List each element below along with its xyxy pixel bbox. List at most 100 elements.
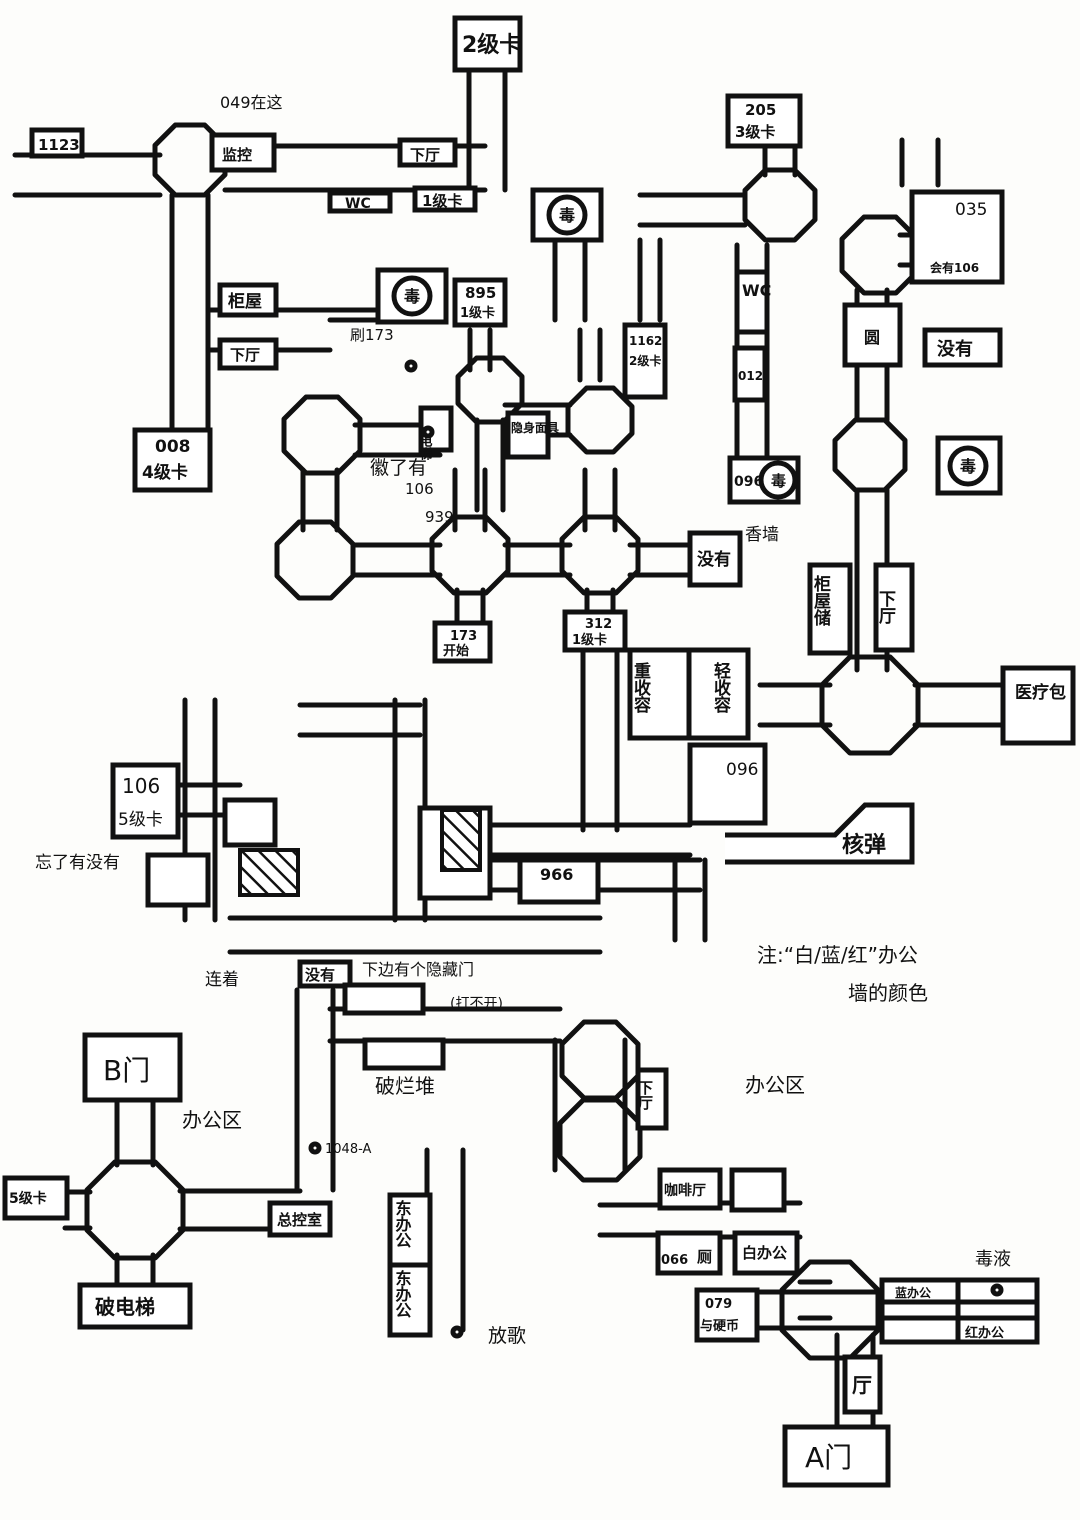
room-895 xyxy=(452,277,508,328)
room-173 xyxy=(432,620,493,664)
label-note-106-b: 106 xyxy=(405,480,434,498)
label-office-area-right: 办公区 xyxy=(745,1073,805,1097)
hub-room xyxy=(557,1097,643,1183)
hub-room xyxy=(559,1019,641,1101)
label-1048a: 1048-A xyxy=(325,1142,371,1157)
label-wc-right: WC xyxy=(742,281,771,300)
room-hatched-left xyxy=(238,848,300,897)
label-monitor: 监控 xyxy=(222,146,252,164)
label-079: 079 xyxy=(705,1297,732,1312)
label-1162: 1162 xyxy=(629,334,662,348)
label-966: 966 xyxy=(540,865,573,884)
label-939: 939 xyxy=(425,508,454,526)
marker-dot-icon xyxy=(450,1325,464,1339)
room-round xyxy=(842,302,903,368)
marker-dot-icon xyxy=(308,1141,322,1155)
label-card1-top: 1级卡 xyxy=(422,192,462,210)
label-singing: 放歌 xyxy=(488,1325,526,1347)
marker-dot-icon xyxy=(421,425,435,439)
label-card1-312: 1级卡 xyxy=(572,632,607,648)
room-008 xyxy=(132,427,213,493)
room-1123 xyxy=(29,127,85,159)
label-012: 012 xyxy=(738,369,763,383)
room-wc-top xyxy=(327,190,393,214)
label-035: 035 xyxy=(955,200,987,220)
label-card4: 4级卡 xyxy=(142,462,188,483)
label-control: 总控室 xyxy=(277,1211,322,1229)
room-gate-b xyxy=(82,1032,183,1103)
label-hall-bottom: 厅 xyxy=(852,1373,872,1397)
label-cannot-open: (打不开) xyxy=(450,995,503,1012)
label-toilet: 厕 xyxy=(697,1248,712,1266)
label-049: 049在这 xyxy=(220,93,283,112)
label-white-office: 白办公 xyxy=(742,1244,787,1262)
room-rubble xyxy=(362,1037,446,1071)
label-medkit: 医疗包 xyxy=(1015,682,1066,703)
room-none-low xyxy=(297,959,353,989)
room-nuke xyxy=(725,802,915,865)
hub-room xyxy=(559,514,641,596)
room-hall-bottom xyxy=(842,1354,883,1415)
room-control xyxy=(267,1200,333,1238)
label-none-low: 没有 xyxy=(305,966,335,984)
poison-circle-icon xyxy=(546,194,588,236)
room-hatched-mid xyxy=(440,808,482,872)
label-205: 205 xyxy=(745,101,776,119)
label-066: 066 xyxy=(661,1253,688,1268)
label-note-2: 墙的颜色 xyxy=(848,981,928,1005)
room-012 xyxy=(732,345,768,403)
room-hall-left xyxy=(217,337,279,371)
poison-circle-icon xyxy=(758,460,798,500)
room-hall-top xyxy=(397,137,458,168)
label-hall-top: 下厅 xyxy=(410,146,440,164)
room-hidden xyxy=(342,982,426,1016)
label-gate-b: B门 xyxy=(103,1054,150,1087)
room-card2-top xyxy=(452,15,523,73)
labels: 2级卡 1123 049在这 监控 下厅 WC 1级卡 柜屋 下厅 008 4级… xyxy=(9,32,1066,1474)
label-heavy: 重收容 xyxy=(630,661,651,714)
room-wc-right xyxy=(734,269,770,335)
label-poison-b: 毒 xyxy=(559,206,575,225)
label-1123: 1123 xyxy=(38,136,80,154)
room-none-right xyxy=(922,327,1003,368)
room-hall-right xyxy=(873,562,915,653)
room-blank-office xyxy=(729,1167,787,1213)
label-card3: 3级卡 xyxy=(735,123,775,141)
room-card5-left xyxy=(2,1175,70,1221)
label-card2-top: 2级卡 xyxy=(462,32,521,58)
room-1162 xyxy=(622,322,668,400)
label-wc-top: WC xyxy=(345,196,371,212)
label-note-106-a: 徽了有 xyxy=(370,457,427,479)
room-966 xyxy=(517,857,601,905)
markers xyxy=(308,194,1004,1339)
label-106: 106 xyxy=(122,774,160,798)
label-wall-note: 香墙 xyxy=(745,525,779,545)
label-flush173: 刷173 xyxy=(350,326,394,344)
room-cafe xyxy=(657,1167,723,1211)
label-poison-c: 毒 xyxy=(771,472,786,490)
poison-circle-icon xyxy=(947,445,989,487)
label-mask: 隐身面具 xyxy=(511,420,559,435)
label-card2-1162: 2级卡 xyxy=(629,353,661,368)
room-hall-office xyxy=(635,1067,669,1131)
label-start: 开始 xyxy=(443,643,469,659)
label-east-office-2: 东办公 xyxy=(393,1269,412,1318)
room-gate-a xyxy=(782,1424,891,1488)
hub-room xyxy=(84,1159,186,1261)
room-079 xyxy=(694,1287,760,1343)
room-035 xyxy=(909,189,1005,285)
label-blue-office: 蓝办公 xyxy=(895,1285,931,1300)
label-096-mid: 096 xyxy=(726,760,758,780)
room-066 xyxy=(655,1230,723,1276)
label-rubble: 破烂堆 xyxy=(375,1074,435,1098)
room-cabinet xyxy=(217,282,279,318)
label-coin: 与硬币 xyxy=(700,1319,739,1334)
room-106 xyxy=(110,762,181,840)
label-096-top: 096 xyxy=(734,474,763,490)
hub-room xyxy=(839,214,921,296)
label-office-area-left: 办公区 xyxy=(182,1108,242,1132)
room-monitor xyxy=(209,132,277,173)
room-white-office xyxy=(732,1230,800,1276)
label-cabinet-store: 柜屋储 xyxy=(810,574,831,627)
